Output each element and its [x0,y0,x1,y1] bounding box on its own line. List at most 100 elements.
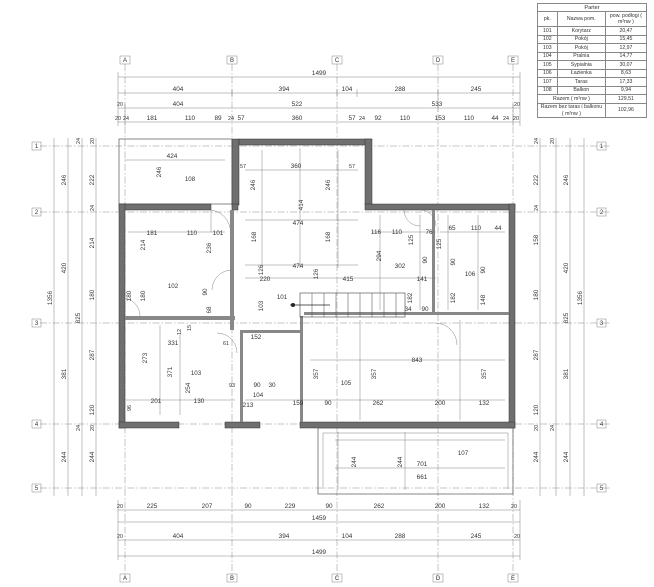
svg-text:5: 5 [600,486,604,492]
svg-text:E: E [511,58,515,64]
svg-text:244: 244 [533,451,540,462]
dim-top-2: 394 [279,86,290,93]
svg-text:180: 180 [140,290,147,301]
svg-text:474: 474 [293,220,304,227]
axis-row-5: 5 [31,483,42,493]
svg-text:110: 110 [392,229,403,236]
svg-text:A: A [123,576,127,582]
svg-text:120: 120 [533,404,540,415]
svg-text:394: 394 [279,533,290,540]
svg-text:24: 24 [534,205,540,211]
axis-col-C-bottom: C [331,573,343,583]
row-axis-markers: 1 2 3 4 5 1 2 3 4 5 [31,141,607,493]
dim-left-overall: 1356 [47,290,54,305]
room-label-107: 107 [458,450,469,457]
svg-text:20: 20 [90,425,96,431]
svg-text:357: 357 [371,368,378,379]
right-dimension-lines [539,138,585,496]
dim-top-r2-2: 522 [292,101,303,108]
svg-text:5: 5 [35,486,39,492]
svg-text:141: 141 [417,276,428,283]
svg-text:244: 244 [61,451,68,462]
svg-text:148: 148 [480,294,487,305]
svg-text:A: A [123,58,127,64]
svg-text:273: 273 [142,352,149,363]
svg-text:4: 4 [600,422,604,428]
svg-text:158: 158 [533,234,540,245]
room-label-101: 101 [277,294,288,301]
svg-text:24: 24 [359,116,365,122]
svg-text:92: 92 [374,115,382,122]
svg-text:76: 76 [425,229,433,236]
top-dimension-lines [117,72,521,126]
svg-text:132: 132 [479,503,490,510]
svg-text:24: 24 [503,116,509,122]
walls [118,138,516,495]
svg-text:244: 244 [351,456,358,467]
svg-text:420: 420 [61,262,68,273]
svg-text:20: 20 [117,534,123,540]
svg-text:20: 20 [513,116,519,122]
svg-text:89: 89 [214,115,222,122]
svg-text:843: 843 [412,357,423,364]
svg-text:287: 287 [89,349,96,360]
svg-text:200: 200 [435,400,446,407]
svg-text:246: 246 [250,179,257,190]
svg-text:181: 181 [147,230,158,237]
svg-text:254: 254 [185,382,192,393]
svg-text:213: 213 [243,402,254,409]
column-axis-markers: A B C D E A B C D E [119,55,519,583]
svg-text:30: 30 [268,382,276,389]
svg-text:424: 424 [167,153,178,160]
dim-top-1: 404 [173,86,184,93]
svg-text:214: 214 [140,239,147,250]
svg-text:24: 24 [76,425,82,431]
axis-row-5-right: 5 [596,483,607,493]
svg-text:90: 90 [450,258,457,266]
svg-text:404: 404 [173,533,184,540]
dim-top-r2-3: 533 [432,101,443,108]
svg-text:120: 120 [89,404,96,415]
svg-text:371: 371 [167,366,174,377]
axis-col-C: C [331,55,343,65]
svg-text:20: 20 [514,534,520,540]
svg-text:200: 200 [435,503,446,510]
svg-text:181: 181 [147,115,158,122]
axis-row-3-right: 3 [596,318,607,328]
svg-text:244: 244 [563,451,570,462]
svg-text:104: 104 [342,533,353,540]
svg-text:57: 57 [349,164,355,170]
svg-text:20: 20 [117,504,123,510]
area-table-header-name: Nazwa pom. [556,11,606,28]
axis-col-A: A [119,55,131,65]
staircase [290,292,406,318]
room-label-102: 102 [168,283,179,290]
svg-text:182: 182 [407,292,414,303]
svg-text:245: 245 [471,533,482,540]
svg-text:57: 57 [240,164,246,170]
svg-text:110: 110 [185,115,196,122]
svg-text:93: 93 [229,383,235,389]
svg-text:214: 214 [89,237,96,248]
svg-text:20: 20 [550,138,556,144]
svg-text:44: 44 [491,115,499,122]
svg-text:2: 2 [600,210,604,216]
dim-top-row3: 20 24 181 110 89 24 57 360 57 24 92 110 … [115,115,519,122]
room-labels: 108 101 102 103 104 105 106 107 [168,176,476,457]
svg-text:381: 381 [563,368,570,379]
svg-text:1: 1 [600,144,604,150]
svg-text:661: 661 [417,474,428,481]
svg-text:474: 474 [293,263,304,270]
svg-text:182: 182 [450,292,457,303]
room-label-108: 108 [185,176,196,183]
svg-text:825: 825 [75,312,82,323]
svg-text:168: 168 [251,231,258,242]
dim-top-5: 245 [471,86,482,93]
svg-text:24: 24 [76,138,82,144]
room-label-104: 104 [253,392,264,399]
